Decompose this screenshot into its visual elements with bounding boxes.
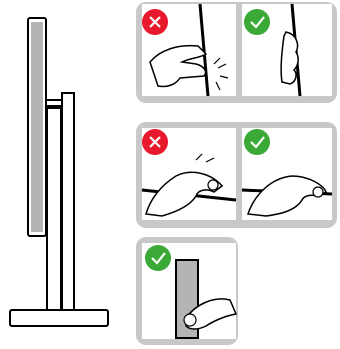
crack-lines bbox=[213, 57, 229, 91]
thumb-press bbox=[207, 179, 219, 191]
monitor-side-view bbox=[9, 17, 109, 327]
x-mark bbox=[149, 136, 161, 148]
panel-bottom bbox=[136, 237, 238, 345]
stand-base bbox=[9, 309, 109, 327]
stand-upright bbox=[61, 92, 75, 311]
check-mark bbox=[250, 136, 265, 149]
hand-pressing bbox=[149, 44, 208, 88]
check-mark bbox=[250, 16, 265, 29]
check-circle-icon bbox=[145, 245, 171, 271]
check-mark bbox=[151, 252, 166, 265]
monitor-screen bbox=[31, 22, 43, 232]
stand-rear bbox=[46, 107, 62, 311]
x-mark bbox=[149, 16, 161, 28]
hand-pressing bbox=[145, 171, 224, 217]
panel-top-left bbox=[136, 2, 337, 103]
panel-middle bbox=[136, 122, 337, 228]
thumb-grip bbox=[312, 186, 324, 198]
hand-holding-bottom bbox=[185, 298, 238, 330]
monitor-hinge bbox=[45, 99, 63, 107]
check-circle-icon bbox=[244, 9, 270, 35]
thumb-grip bbox=[183, 313, 197, 327]
monitor-edge bbox=[198, 3, 210, 97]
hand-holding-edge bbox=[280, 31, 299, 85]
check-circle-icon bbox=[244, 129, 270, 155]
crack-lines bbox=[195, 153, 215, 163]
